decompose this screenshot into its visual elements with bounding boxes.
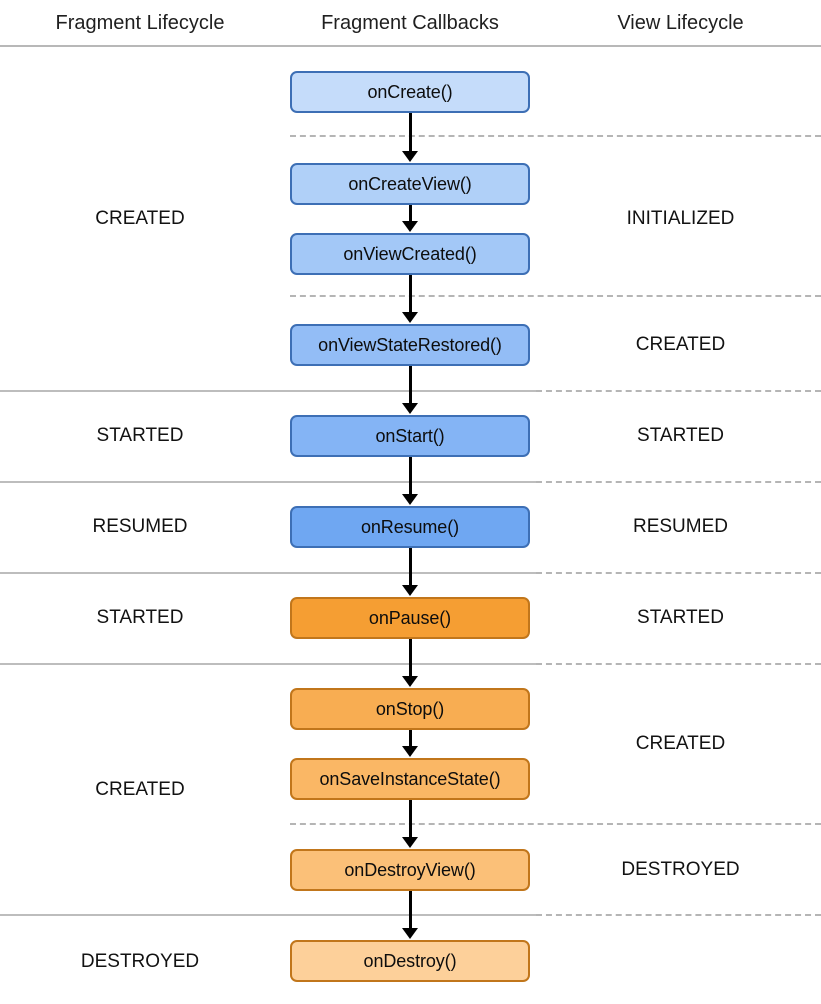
callback-box-label: onSaveInstanceState(): [319, 768, 501, 789]
arrow-create-to-createview: [409, 113, 412, 151]
arrow-start-to-resume: [409, 457, 412, 494]
callback-box-on-destroy-view[interactable]: onDestroyView(): [290, 849, 530, 891]
state-label-view-created-2: CREATED: [635, 733, 726, 754]
callback-box-label: onStop(): [375, 698, 445, 719]
rule-view-1: [290, 135, 821, 137]
callback-box-on-stop[interactable]: onStop(): [290, 688, 530, 730]
arrow-createview-to-viewcreated-head: [402, 221, 418, 232]
callback-box-label: onResume(): [360, 516, 460, 537]
callback-box-on-pause[interactable]: onPause(): [290, 597, 530, 639]
arrow-resume-to-pause-head: [402, 585, 418, 596]
arrow-savestate-to-destroyview-head: [402, 837, 418, 848]
callback-box-label: onDestroy(): [363, 950, 457, 971]
callback-box-on-view-state-restored[interactable]: onViewStateRestored(): [290, 324, 530, 366]
state-label-frag-started-1: STARTED: [96, 425, 184, 446]
state-label-frag-started-2: STARTED: [96, 607, 184, 628]
state-label-frag-created-2: CREATED: [95, 779, 185, 800]
callback-box-on-destroy[interactable]: onDestroy(): [290, 940, 530, 982]
arrow-viewstaterestored-to-start-head: [402, 403, 418, 414]
arrow-pause-to-stop-head: [402, 676, 418, 687]
rule-view-3: [536, 390, 821, 392]
state-label-view-started-1: STARTED: [637, 425, 724, 446]
callback-box-label: onViewStateRestored(): [318, 334, 502, 355]
rule-frag-4: [0, 663, 536, 665]
arrow-resume-to-pause: [409, 548, 412, 585]
rule-view-7: [290, 823, 821, 825]
arrow-createview-to-viewcreated: [409, 205, 412, 221]
state-label-frag-created-1: CREATED: [95, 208, 185, 229]
rule-frag-2: [0, 481, 536, 483]
callback-box-on-create-view[interactable]: onCreateView(): [290, 163, 530, 205]
callback-box-on-view-created[interactable]: onViewCreated(): [290, 233, 530, 275]
arrow-destroyview-to-destroy: [409, 891, 412, 928]
column-header-row: Fragment Lifecycle Fragment Callbacks Vi…: [0, 0, 821, 46]
state-label-view-created-1: CREATED: [635, 334, 726, 355]
arrow-stop-to-savestate-head: [402, 746, 418, 757]
arrow-create-to-createview-head: [402, 151, 418, 162]
callback-box-label: onViewCreated(): [343, 243, 477, 264]
state-label-view-destroyed: DESTROYED: [621, 859, 740, 880]
callback-box-label: onCreateView(): [348, 173, 472, 194]
rule-header: [0, 45, 821, 47]
state-label-view-resumed: RESUMED: [632, 516, 728, 537]
arrow-viewcreated-to-viewstaterestored-head: [402, 312, 418, 323]
column-header-fragment-lifecycle: Fragment Lifecycle: [55, 12, 225, 34]
rule-view-4: [536, 481, 821, 483]
callback-box-label: onPause(): [368, 607, 452, 628]
arrow-savestate-to-destroyview: [409, 800, 412, 837]
state-label-frag-resumed: RESUMED: [92, 516, 188, 537]
column-header-fragment-callbacks: Fragment Callbacks: [321, 12, 499, 34]
callback-box-on-start[interactable]: onStart(): [290, 415, 530, 457]
arrow-viewcreated-to-viewstaterestored: [409, 275, 412, 312]
rule-view-6: [536, 663, 821, 665]
state-label-frag-destroyed: DESTROYED: [80, 951, 200, 972]
rule-frag-3: [0, 572, 536, 574]
column-header-view-lifecycle: View Lifecycle: [617, 12, 744, 34]
rule-view-5: [536, 572, 821, 574]
state-label-view-initialized: INITIALIZED: [626, 208, 735, 229]
callback-box-on-resume[interactable]: onResume(): [290, 506, 530, 548]
arrow-viewstaterestored-to-start: [409, 366, 412, 403]
callback-box-label: onStart(): [375, 425, 445, 446]
callback-box-on-create[interactable]: onCreate(): [290, 71, 530, 113]
arrow-stop-to-savestate: [409, 730, 412, 746]
callback-box-on-save-instance-state[interactable]: onSaveInstanceState(): [290, 758, 530, 800]
state-label-view-started-2: STARTED: [637, 607, 724, 628]
arrow-pause-to-stop: [409, 639, 412, 676]
rule-frag-5: [0, 914, 536, 916]
rule-view-8: [536, 914, 821, 916]
rule-frag-1: [0, 390, 536, 392]
callback-box-label: onDestroyView(): [344, 859, 476, 880]
arrow-destroyview-to-destroy-head: [402, 928, 418, 939]
rule-view-2: [290, 295, 821, 297]
arrow-start-to-resume-head: [402, 494, 418, 505]
callback-box-label: onCreate(): [367, 81, 453, 102]
